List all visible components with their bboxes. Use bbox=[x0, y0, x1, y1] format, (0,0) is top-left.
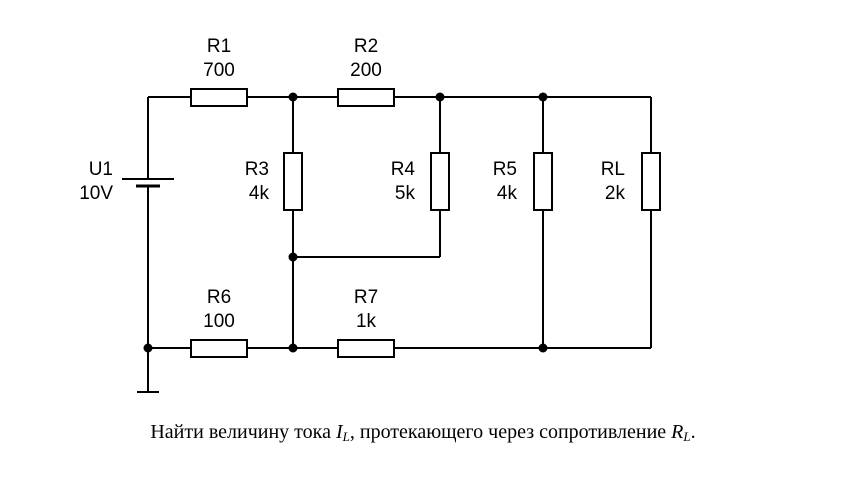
resistor-r7 bbox=[337, 339, 395, 358]
circuit-diagram: R1 700 R2 200 R3 4k R4 5k R5 4k RL 2k R6… bbox=[79, 36, 661, 393]
battery-u1 bbox=[122, 178, 174, 188]
rl-value: 2k bbox=[605, 183, 626, 204]
resistance-subscript: L bbox=[683, 429, 691, 444]
resistor-r6 bbox=[190, 339, 248, 358]
r4-name: R4 bbox=[391, 159, 416, 180]
junction-node bbox=[538, 92, 548, 102]
r2-value: 200 bbox=[350, 60, 382, 81]
resistor-r4 bbox=[430, 152, 450, 211]
junction-nodes bbox=[143, 92, 548, 353]
resistor-r3 bbox=[283, 152, 303, 211]
r3-value: 4k bbox=[249, 183, 270, 204]
r1-value: 700 bbox=[203, 60, 235, 81]
resistor-r1 bbox=[190, 88, 248, 107]
resistor-rl bbox=[641, 152, 661, 211]
r6-value: 100 bbox=[203, 311, 235, 332]
rl-name: RL bbox=[601, 159, 625, 180]
junction-node bbox=[538, 343, 548, 353]
r2-name: R2 bbox=[354, 36, 378, 57]
junction-node bbox=[288, 252, 298, 262]
r4-value: 5k bbox=[395, 183, 416, 204]
junction-node bbox=[435, 92, 445, 102]
junction-node bbox=[288, 343, 298, 353]
resistor-r5 bbox=[533, 152, 553, 211]
r6-name: R6 bbox=[207, 287, 231, 308]
task-statement: Найти величину тока IL, протекающего чер… bbox=[0, 421, 846, 445]
junction-node bbox=[288, 92, 298, 102]
u1-value: 10V bbox=[79, 183, 113, 204]
current-symbol: I bbox=[335, 421, 343, 443]
r3-name: R3 bbox=[245, 159, 269, 180]
task-suffix: . bbox=[690, 421, 696, 443]
r5-name: R5 bbox=[493, 159, 517, 180]
r7-value: 1k bbox=[356, 311, 377, 332]
resistor-r2 bbox=[337, 88, 395, 107]
junction-node bbox=[143, 343, 153, 353]
r5-value: 4k bbox=[497, 183, 518, 204]
task-prefix: Найти величину тока bbox=[150, 421, 336, 443]
r7-name: R7 bbox=[354, 287, 378, 308]
r1-name: R1 bbox=[207, 36, 231, 57]
u1-name: U1 bbox=[89, 159, 113, 180]
current-subscript: L bbox=[342, 429, 350, 444]
resistance-symbol: R bbox=[671, 421, 684, 443]
task-middle: , протекающего через сопротивление bbox=[349, 421, 672, 443]
